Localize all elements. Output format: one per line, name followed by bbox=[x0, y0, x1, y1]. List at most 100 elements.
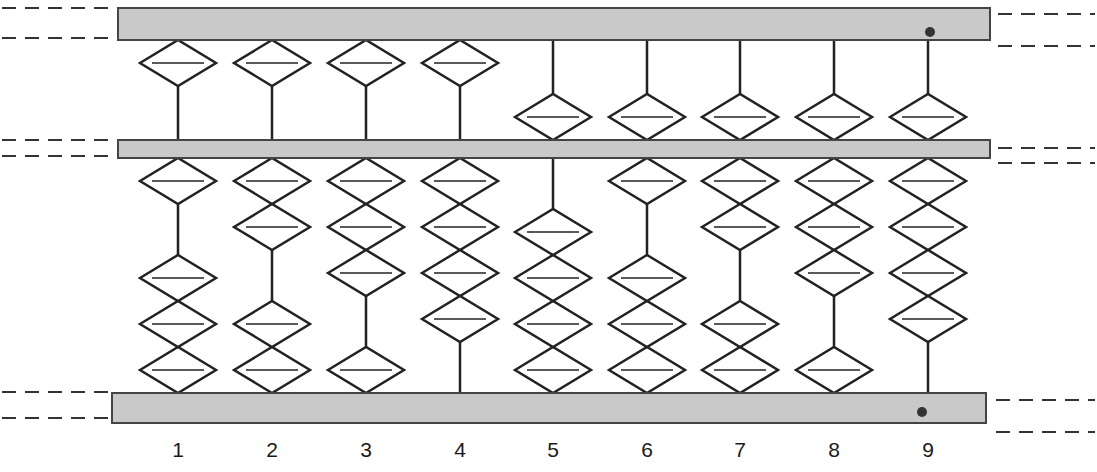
rods bbox=[178, 40, 928, 393]
bead-line bbox=[434, 272, 486, 274]
bead bbox=[140, 301, 216, 347]
bead-line bbox=[340, 62, 392, 64]
bead-line bbox=[621, 180, 673, 182]
bead bbox=[702, 158, 778, 204]
bead bbox=[234, 301, 310, 347]
bead-line bbox=[434, 62, 486, 64]
bead bbox=[422, 158, 498, 204]
bead bbox=[515, 347, 591, 393]
bead-line bbox=[246, 226, 298, 228]
bead-line bbox=[714, 226, 766, 228]
bead-line bbox=[527, 231, 579, 233]
bead bbox=[422, 204, 498, 250]
bead-line bbox=[434, 226, 486, 228]
column-number: 4 bbox=[454, 438, 466, 462]
bead-line bbox=[902, 116, 954, 118]
bead-line bbox=[340, 226, 392, 228]
bead-line bbox=[621, 116, 673, 118]
bead bbox=[422, 250, 498, 296]
bead bbox=[328, 250, 404, 296]
bead bbox=[140, 347, 216, 393]
bead-line bbox=[152, 323, 204, 325]
continuation-dashes bbox=[2, 8, 1095, 432]
bead-line bbox=[808, 180, 860, 182]
bead bbox=[422, 40, 498, 86]
bead bbox=[515, 209, 591, 255]
bead bbox=[140, 158, 216, 204]
bead bbox=[422, 296, 498, 342]
bead bbox=[609, 158, 685, 204]
marker-dot bbox=[917, 407, 927, 417]
bead bbox=[234, 40, 310, 86]
bead-line bbox=[808, 369, 860, 371]
bead-line bbox=[152, 180, 204, 182]
bead bbox=[702, 347, 778, 393]
bead bbox=[702, 204, 778, 250]
bead bbox=[890, 296, 966, 342]
bead-line bbox=[340, 180, 392, 182]
bead bbox=[890, 250, 966, 296]
bead-line bbox=[340, 272, 392, 274]
bead-line bbox=[152, 62, 204, 64]
bead bbox=[328, 204, 404, 250]
bead bbox=[796, 158, 872, 204]
column-number: 2 bbox=[266, 438, 278, 462]
bead-line bbox=[527, 116, 579, 118]
bead bbox=[609, 301, 685, 347]
bead-line bbox=[434, 180, 486, 182]
bead-line bbox=[152, 369, 204, 371]
beads bbox=[140, 40, 966, 393]
bead-line bbox=[621, 369, 673, 371]
bead-line bbox=[714, 369, 766, 371]
bead bbox=[796, 94, 872, 140]
column-number: 5 bbox=[547, 438, 559, 462]
bead-line bbox=[902, 180, 954, 182]
bead bbox=[702, 301, 778, 347]
bead-line bbox=[902, 272, 954, 274]
bead bbox=[890, 158, 966, 204]
bead-line bbox=[902, 318, 954, 320]
bead bbox=[609, 94, 685, 140]
column-number: 9 bbox=[922, 438, 934, 462]
bead bbox=[890, 94, 966, 140]
bead-line bbox=[714, 116, 766, 118]
marker-dot bbox=[925, 27, 935, 37]
bead bbox=[328, 40, 404, 86]
bead bbox=[796, 347, 872, 393]
bead-line bbox=[246, 323, 298, 325]
bead bbox=[328, 347, 404, 393]
bead-line bbox=[246, 180, 298, 182]
bead-line bbox=[527, 369, 579, 371]
bead bbox=[609, 347, 685, 393]
bead-line bbox=[246, 62, 298, 64]
bead-line bbox=[714, 323, 766, 325]
bead bbox=[140, 40, 216, 86]
bead bbox=[796, 204, 872, 250]
bead bbox=[515, 301, 591, 347]
column-number: 1 bbox=[172, 438, 184, 462]
bead bbox=[234, 204, 310, 250]
bead bbox=[702, 94, 778, 140]
bead-line bbox=[902, 226, 954, 228]
bead bbox=[328, 158, 404, 204]
column-number: 6 bbox=[641, 438, 653, 462]
bead-line bbox=[152, 277, 204, 279]
bead bbox=[234, 158, 310, 204]
bead-line bbox=[714, 180, 766, 182]
column-number: 7 bbox=[734, 438, 746, 462]
column-number: 3 bbox=[360, 438, 372, 462]
bead-line bbox=[808, 116, 860, 118]
bead bbox=[515, 94, 591, 140]
bead bbox=[234, 347, 310, 393]
bead-line bbox=[434, 318, 486, 320]
bead-line bbox=[808, 226, 860, 228]
bead bbox=[609, 255, 685, 301]
bead-line bbox=[621, 277, 673, 279]
bead-line bbox=[527, 277, 579, 279]
column-number: 8 bbox=[828, 438, 840, 462]
bead bbox=[140, 255, 216, 301]
frame-bars bbox=[112, 8, 990, 423]
bead-line bbox=[246, 369, 298, 371]
bead-line bbox=[340, 369, 392, 371]
